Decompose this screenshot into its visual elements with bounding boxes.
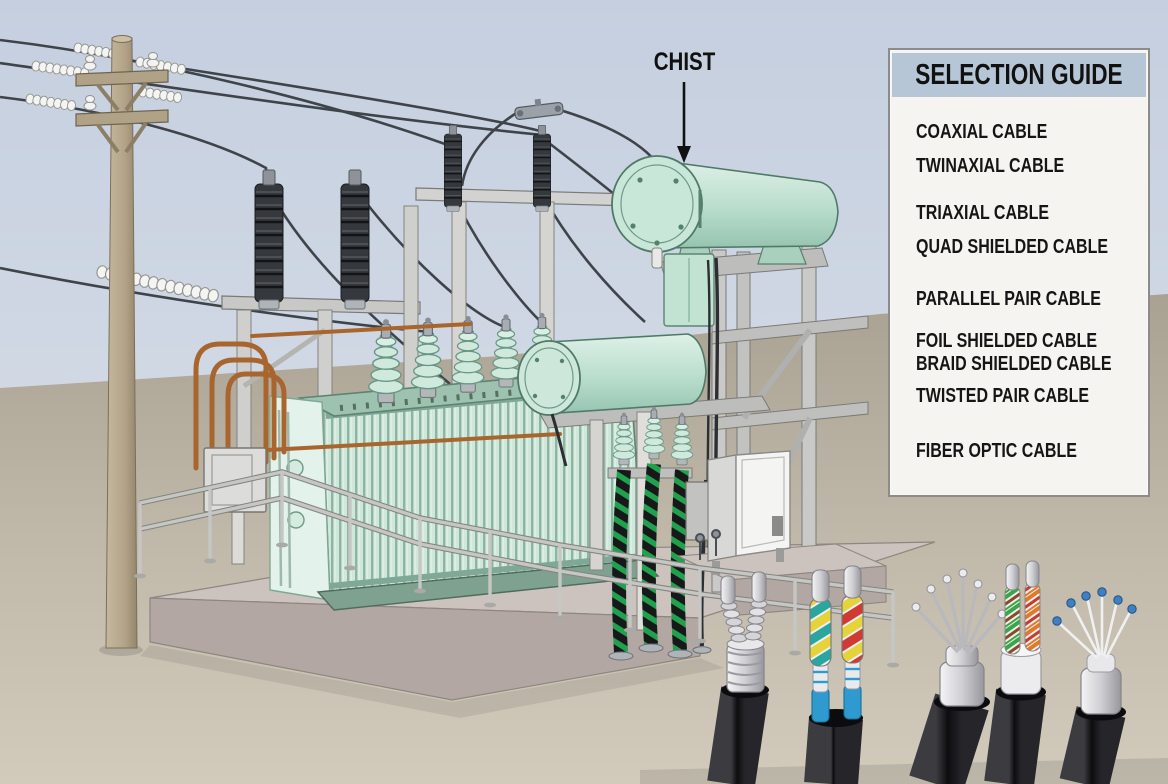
surge-arrester-1 [253, 168, 285, 311]
green-twisted-cable-3 [670, 469, 689, 651]
guide-item-coaxial: COAXIAL CABLE [916, 121, 1048, 143]
surge-arrester-3 [443, 124, 463, 213]
multi-conductor-shielded-cable-sample [909, 568, 1007, 784]
utility-pole [75, 35, 169, 656]
fiber-strands [1057, 593, 1133, 659]
guide-item-triaxial: TRIAXIAL CABLE [916, 202, 1050, 224]
selection-guide-panel: SELECTION GUIDE COAXIAL CABLE TWINAXIAL … [888, 48, 1150, 497]
arrester-stand-left [221, 168, 421, 469]
handrails [134, 469, 899, 668]
chist-arrow [677, 82, 691, 163]
splayed-wires [914, 574, 1003, 656]
surge-arrester-2 [339, 168, 371, 311]
pin-insulators [83, 52, 160, 111]
cable-terminators [612, 406, 694, 466]
chist-label: CHIST [642, 48, 726, 77]
control-cabinet [707, 450, 791, 575]
pair-red-yellow [841, 565, 864, 720]
pair-teal-yellow [809, 569, 832, 723]
valves [695, 529, 721, 560]
selection-guide-header: SELECTION GUIDE [892, 53, 1146, 97]
bundle-green [1004, 563, 1021, 655]
armored-conduit-cable-sample [707, 571, 769, 784]
guide-item-foil-shielded: FOIL SHIELDED CABLE [916, 330, 1098, 352]
corrugated-conductor-right [744, 571, 768, 641]
selection-guide-title: SELECTION GUIDE [915, 58, 1123, 91]
copper-pipes [193, 322, 562, 475]
guide-item-twinaxial: TWINAXIAL CABLE [916, 155, 1065, 177]
chist-label-text: CHIST [653, 48, 715, 76]
bundle-orange [1024, 560, 1041, 652]
twisted-pair-cable-sample [804, 565, 864, 784]
crossarm-lower [75, 109, 169, 154]
guide-item-parallel-pair: PARALLEL PAIR CABLE [916, 288, 1101, 310]
green-twisted-cable-2 [641, 463, 661, 645]
disconnect-switch [514, 98, 564, 121]
crossarm-upper [75, 69, 169, 112]
corrugated-conductor-left [720, 575, 748, 643]
fiber-optic-cable-sample [1052, 587, 1137, 784]
guide-item-quad-shielded: QUAD SHIELDED CABLE [916, 236, 1109, 258]
guide-item-braid-shielded: BRAID SHIELDED CABLE [916, 353, 1112, 375]
surge-arrester-4 [532, 124, 552, 213]
guide-item-fiber-optic: FIBER OPTIC CABLE [916, 440, 1077, 462]
guide-item-twisted-pair: TWISTED PAIR CABLE [916, 385, 1090, 407]
quad-twisted-bundle-cable-sample [984, 560, 1046, 784]
green-twisted-cable-1 [612, 469, 631, 653]
